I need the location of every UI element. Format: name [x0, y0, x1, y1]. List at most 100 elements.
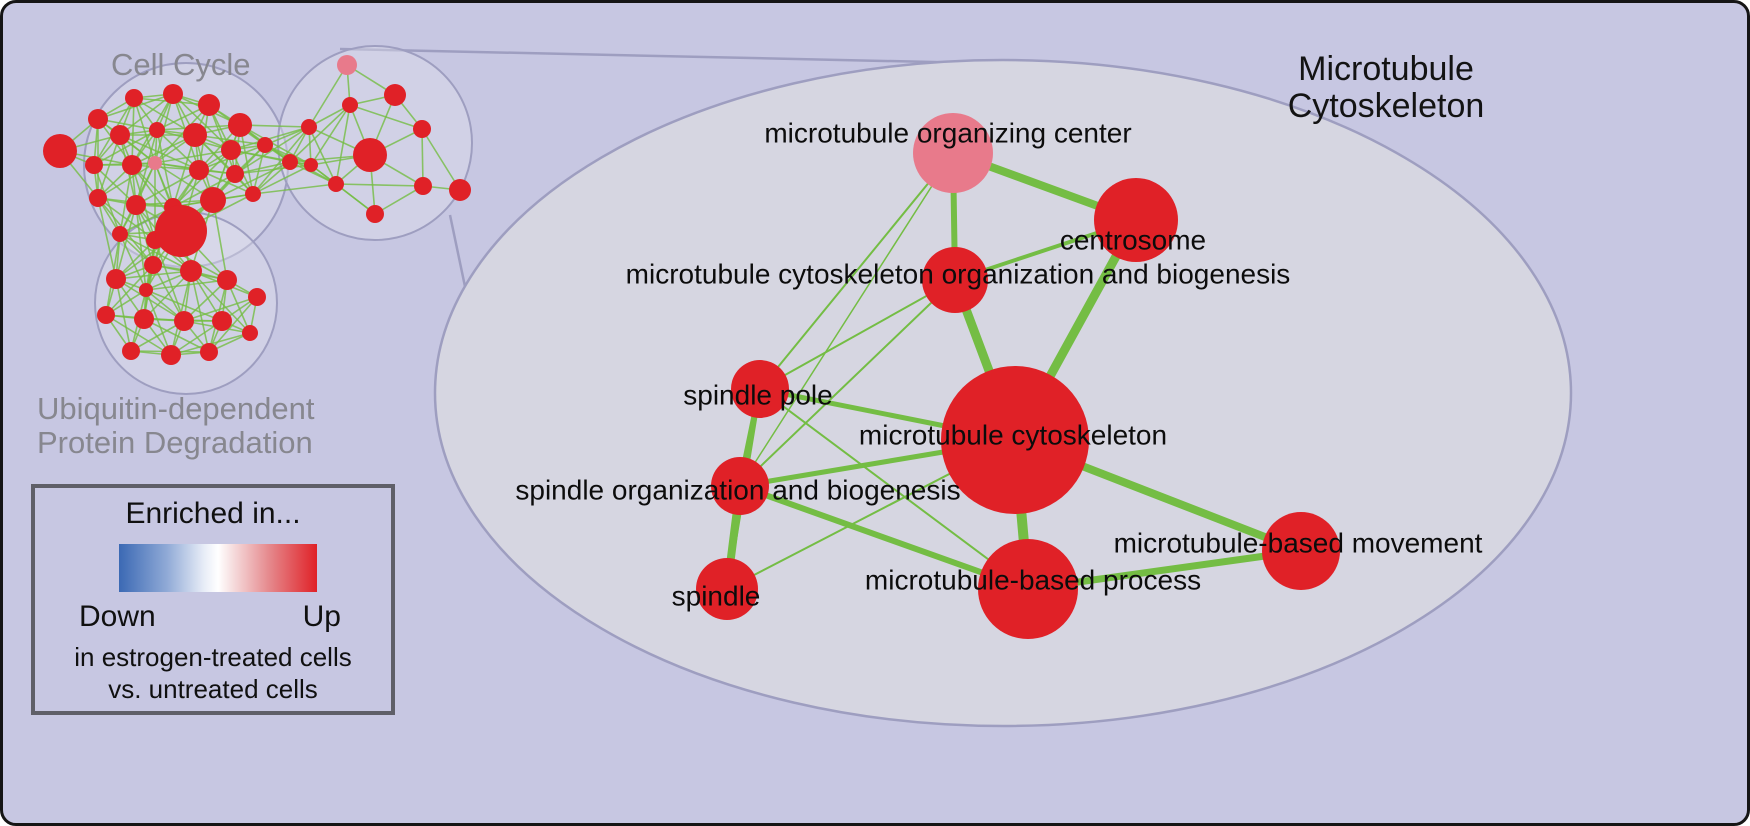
edge-spindleorg-mtprocess [737, 483, 1031, 592]
overview-edge [145, 289, 223, 322]
overview-node [126, 195, 146, 215]
overview-edge [230, 126, 310, 151]
overview-edge [308, 64, 348, 128]
legend-box: Enriched in... Down Up in estrogen-treat… [31, 484, 395, 715]
overview-node [342, 97, 358, 113]
overview-node [88, 109, 108, 129]
overview-edge [135, 204, 154, 266]
overview-node [161, 345, 181, 365]
overview-edge [172, 93, 232, 151]
overview-node [413, 120, 431, 138]
zoom-node-label-cytoskeleton: microtubule cytoskeleton [859, 420, 1167, 451]
legend-down-label: Down [79, 600, 156, 633]
overview-edge [183, 296, 258, 322]
zoom-node-labels: microtubule organizing centercentrosomem… [515, 118, 1482, 612]
zoom-node-label-spindleorg: spindle organization and biogenesis [515, 475, 960, 506]
overview-node [304, 158, 318, 172]
overview-edge [308, 126, 337, 185]
overview-node [122, 342, 140, 360]
overview-edge [310, 104, 351, 166]
overview-edge [143, 270, 192, 320]
edge-moc-spindlepole [759, 152, 954, 390]
overview-edge [421, 128, 461, 191]
edge-orgbio-spindlepole [759, 279, 956, 390]
overview-edge [145, 279, 228, 291]
zoom-node-mtmovement [1262, 512, 1340, 590]
legend-title: Enriched in... [125, 497, 301, 530]
legend-gradient-bar [119, 544, 317, 592]
overview-node [245, 186, 261, 202]
overview-edge [115, 204, 137, 280]
overview-node [301, 119, 317, 135]
overview-node [366, 205, 384, 223]
zoom-node-label-moc: microtubule organizing center [764, 118, 1131, 149]
microtubule-label-line1: Microtubule [1298, 50, 1474, 88]
overview-node [353, 138, 387, 172]
zoom-node-label-centrosome: centrosome [1060, 225, 1206, 256]
overview-edge [252, 183, 337, 195]
overview-node [149, 122, 165, 138]
overview-node [134, 309, 154, 329]
zoom-node-label-orgbio: microtubule cytoskeleton organization an… [626, 259, 1291, 290]
overview-edge [93, 129, 158, 166]
legend-caption-line2: vs. untreated cells [108, 674, 318, 704]
zoom-node-centrosome [1094, 178, 1178, 262]
overview-node [200, 187, 226, 213]
zoom-node-moc [913, 113, 993, 193]
overview-edge [289, 104, 351, 163]
network-canvas: microtubule organizing centercentrosomem… [43, 45, 1573, 728]
overview-edge [421, 128, 424, 187]
legend-caption-line1: in estrogen-treated cells [74, 642, 352, 672]
edge-spindlepole-mtprocess [759, 388, 1029, 590]
overview-edge [119, 233, 192, 272]
overview-edge [131, 164, 200, 171]
overview-node [43, 134, 77, 168]
overview-node [257, 137, 273, 153]
overview-node [89, 189, 107, 207]
ubiquitin-label-line1: Ubiquitin-dependent [37, 391, 315, 426]
microtubule-label-line2: Cytoskeleton [1287, 87, 1485, 125]
overview-edge [289, 161, 337, 185]
legend-up-label: Up [302, 600, 341, 633]
overview-edge [119, 93, 174, 136]
overview-edge [97, 197, 117, 280]
overview-edge [234, 126, 310, 175]
cell-cycle-cluster-label: Cell Cycle [111, 47, 251, 82]
overview-edge [374, 185, 424, 215]
overview-node [174, 311, 194, 331]
overview-node [110, 125, 130, 145]
overview-edge [154, 149, 232, 164]
overview-node [414, 177, 432, 195]
zoom-node-label-spindle: spindle [672, 581, 761, 612]
overview-node [200, 343, 218, 361]
zoom-node-mtprocess [978, 539, 1078, 639]
overview-node [155, 205, 207, 257]
overview-node [337, 55, 357, 75]
overview-edge [335, 104, 351, 185]
zoom-nodes [696, 113, 1340, 639]
overview-edge [115, 278, 132, 352]
legend-caption: in estrogen-treated cells vs. untreated … [35, 641, 391, 705]
overview-edge [252, 164, 312, 195]
overview-node [221, 140, 241, 160]
overview-node [384, 84, 406, 106]
overview-edge [252, 126, 310, 195]
ubiquitin-cluster-label: Ubiquitin-dependent Protein Degradation [37, 392, 315, 460]
overview-node [112, 226, 128, 242]
edge-orgbio-spindleorg [739, 279, 956, 487]
overview-node [449, 179, 471, 201]
overview-node [328, 176, 344, 192]
overview-node [248, 288, 266, 306]
microtubule-cluster-label: Microtubule Cytoskeleton [1281, 51, 1491, 125]
overview-node [282, 154, 298, 170]
overview-edge [131, 97, 135, 166]
overview-node [125, 89, 143, 107]
zoom-node-label-mtprocess: microtubule-based process [865, 565, 1201, 596]
overview-node [226, 165, 244, 183]
overview-edge [349, 104, 423, 130]
overview-node [217, 270, 237, 290]
overview-edge [239, 124, 312, 166]
overview-node [212, 311, 232, 331]
zoom-node-orgbio [922, 247, 988, 313]
